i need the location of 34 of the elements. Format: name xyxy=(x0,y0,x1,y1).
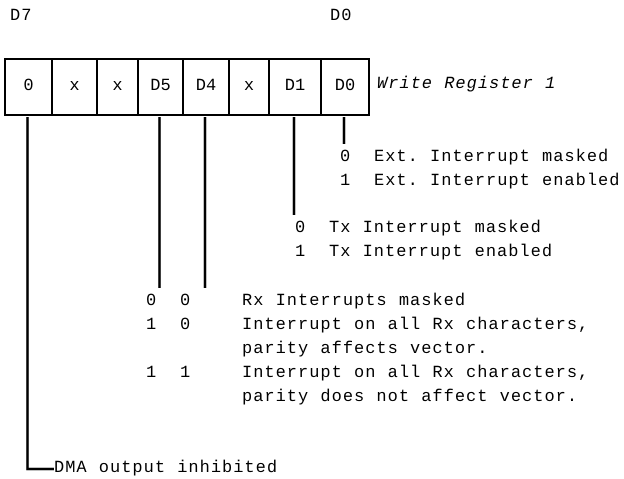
bit-value: 1 xyxy=(145,315,158,337)
bit-value: 0 xyxy=(339,147,352,169)
leader-line xyxy=(292,117,296,215)
leader-line xyxy=(342,117,346,144)
bit-meaning: Interrupt on all Rx characters, parity affects vector. xyxy=(241,315,590,361)
bit-label: D7 xyxy=(10,6,32,28)
bit-meaning: Ext. Interrupt enabled xyxy=(373,171,622,193)
leader-line xyxy=(158,117,161,288)
bit-cell: 0 xyxy=(4,58,53,116)
bit-meaning: Tx Interrupt enabled xyxy=(328,242,554,264)
bit-cell: D5 xyxy=(137,58,184,116)
bit-cell: x xyxy=(228,58,270,116)
bit-meaning: Tx Interrupt masked xyxy=(328,218,543,240)
bit-label: D0 xyxy=(330,6,352,28)
bit-cell: D1 xyxy=(268,58,322,116)
leader-line xyxy=(204,117,206,288)
bit-meaning: Ext. Interrupt masked xyxy=(373,147,610,169)
bit-value: 0 xyxy=(294,218,308,240)
leader-line xyxy=(26,117,54,470)
bit-meaning: Interrupt on all Rx characters, parity does not affect vector. xyxy=(241,363,590,409)
bit-cell: x xyxy=(51,58,98,116)
bit-cell: D0 xyxy=(320,58,370,116)
bit-value: 1 xyxy=(294,242,308,264)
bit-value: 1 xyxy=(339,171,352,193)
description-text: DMA output inhibited xyxy=(54,458,278,479)
bit-value: 0 xyxy=(179,291,192,313)
bit-value: 1 xyxy=(145,363,158,385)
bit-cell: D4 xyxy=(182,58,230,116)
register-title: Write Register 1 xyxy=(377,74,556,96)
bit-value: 1 xyxy=(179,363,192,385)
bit-cell: x xyxy=(96,58,139,116)
bit-value: 0 xyxy=(145,291,158,313)
bit-meaning: Rx Interrupts masked xyxy=(241,291,468,313)
bit-value: 0 xyxy=(179,315,192,337)
